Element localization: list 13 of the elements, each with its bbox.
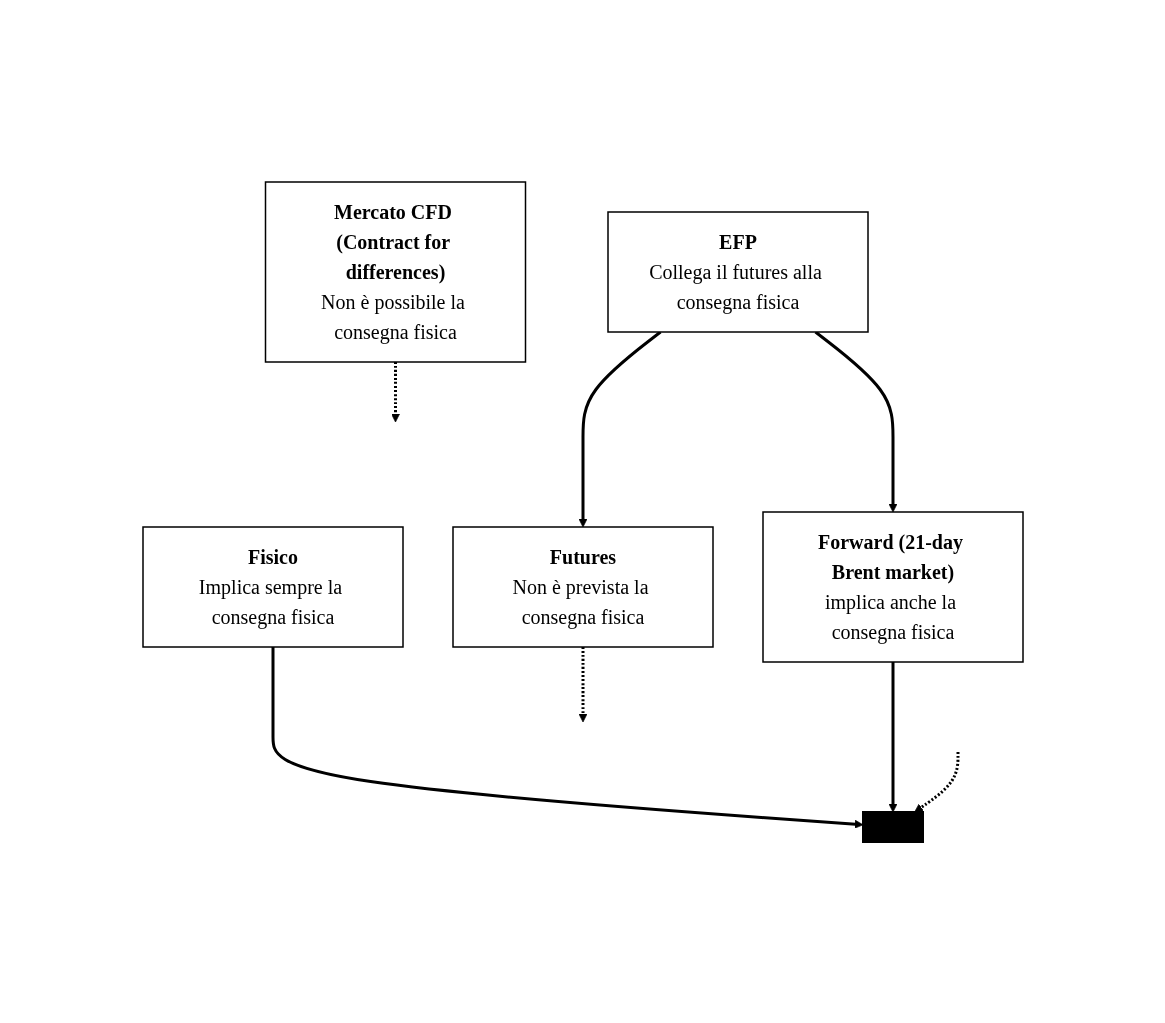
arrow [271,646,863,829]
arrow [888,661,897,812]
arrow [814,330,897,512]
node-box: EFP Collega il futures alla consegna fisica [606,210,869,333]
node-box: Futures Non è prevista la consegna fisica [451,525,714,648]
node-box: Fisico Implica sempre la consegna fisica [141,525,404,648]
arrow [578,330,661,527]
node-box: Forward (21-day Brent market) implica anche la consegna fisica [761,510,1024,663]
node-bar [861,810,924,843]
arrow [913,751,959,812]
arrow [578,646,587,722]
arrow [390,361,400,422]
node-box: Mercato CFD (Contract for differences) Non è possibile la consegna fisica [264,180,526,363]
